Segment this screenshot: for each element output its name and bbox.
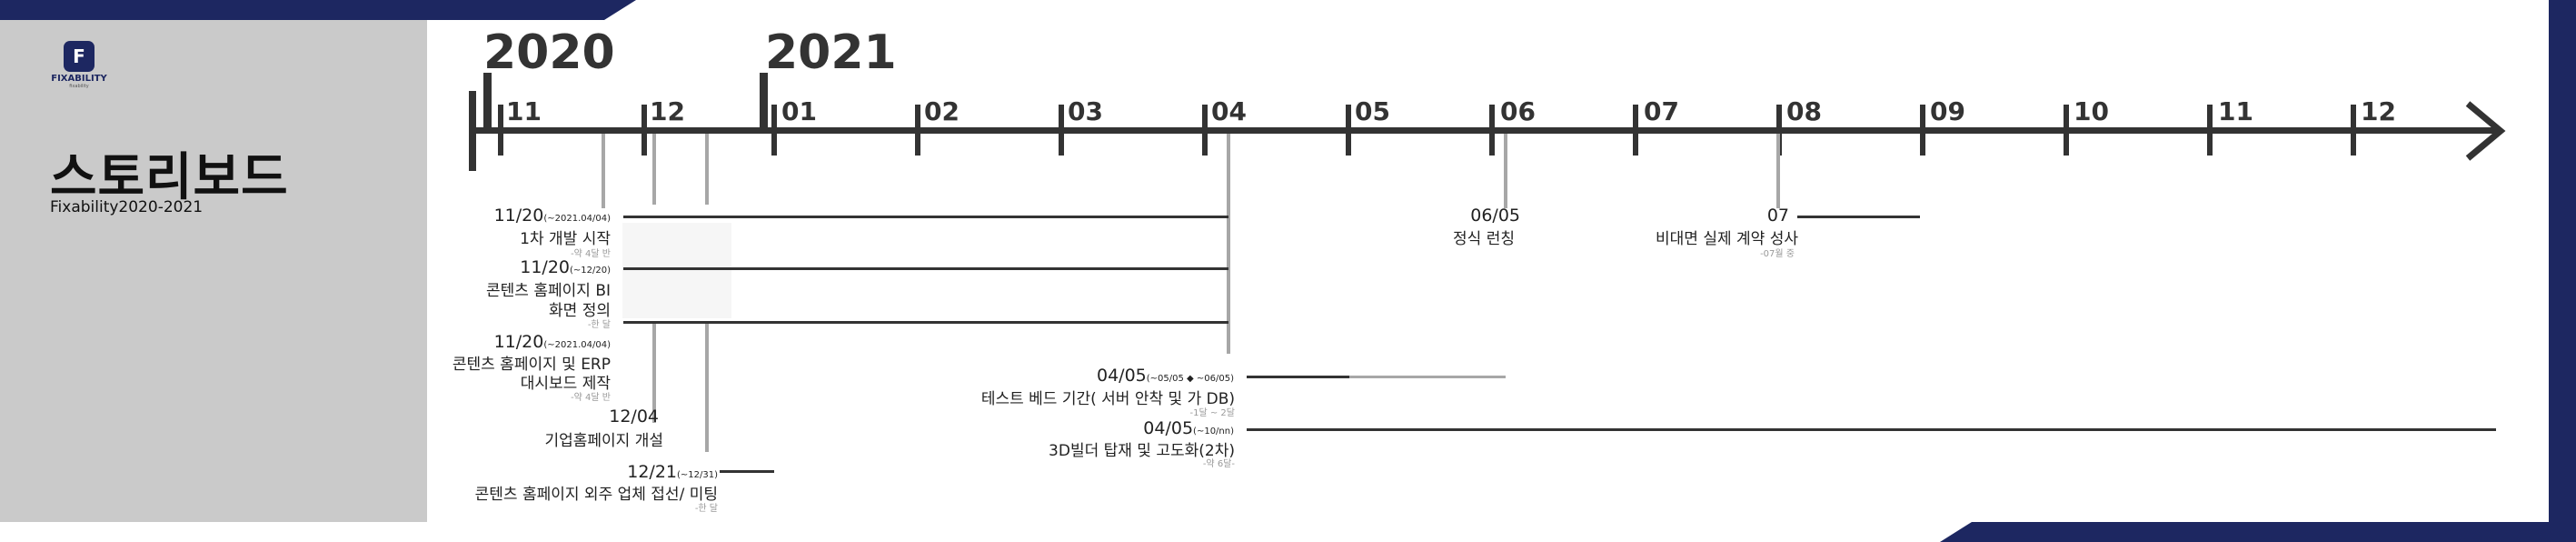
event-date: 12/21(~12/31) — [627, 462, 718, 482]
event-title: 콘텐츠 홈페이지 BI — [486, 282, 611, 300]
month-label: 10 — [2074, 96, 2109, 126]
month-label: 07 — [1644, 96, 1679, 126]
frame-corner-top-left — [0, 0, 636, 20]
tick-month — [1489, 105, 1495, 156]
month-label: 08 — [1786, 96, 1822, 126]
year-2020: 2020 — [483, 25, 615, 80]
year-2021-marker — [760, 73, 768, 127]
tick-month — [771, 105, 777, 156]
event-title: 콘텐츠 홈페이지 및 ERP — [452, 356, 611, 374]
logo-text: FIXABILITY — [51, 74, 107, 84]
tick-month — [1059, 105, 1064, 156]
event-title: 콘텐츠 홈페이지 외주 업체 접선/ 미팅 — [474, 486, 718, 504]
month-label: 05 — [1355, 96, 1390, 126]
event-title: 비대면 실제 계약 성사 — [1656, 230, 1798, 248]
event-date: 04/05(~05/05 ◆ ~06/05) — [1096, 366, 1234, 386]
event-note: -약 4달 반 — [571, 393, 611, 403]
tick-month — [915, 105, 920, 156]
tick-month — [2064, 105, 2069, 156]
event-title: 정식 런칭 — [1453, 230, 1515, 248]
month-label: 06 — [1500, 96, 1536, 126]
logo-sub: fixability — [69, 84, 89, 89]
connector-line — [1776, 134, 1780, 208]
tick-month — [642, 105, 647, 156]
connector-line — [652, 134, 656, 205]
month-label: 01 — [781, 96, 817, 126]
event-title: 3D빌더 탑재 및 고도화(2차) — [1049, 442, 1235, 460]
month-label: 12 — [650, 96, 685, 126]
event-note: -약 4달 반 — [571, 249, 611, 259]
year-2020-marker — [483, 73, 492, 127]
event-note: -한 달 — [694, 504, 718, 514]
event-title: 화면 정의 — [549, 302, 611, 320]
month-label: 12 — [2361, 96, 2396, 126]
frame-corner-bottom-right — [1940, 522, 2576, 542]
event-date: 06/05 — [1470, 206, 1520, 226]
duration-bar — [720, 470, 774, 473]
year-2021: 2021 — [765, 25, 897, 80]
event-date: 04/05(~10/nn) — [1143, 418, 1234, 438]
tick-month — [1202, 105, 1208, 156]
connector-line — [705, 134, 709, 205]
page-subtitle: Fixability2020-2021 — [50, 198, 204, 216]
frame-edge-right — [2549, 0, 2576, 542]
event-note: -1달 ~ 2달 — [1189, 408, 1235, 418]
connector-line — [602, 134, 605, 208]
month-label: 03 — [1068, 96, 1103, 126]
sidebar — [0, 20, 427, 522]
connector-line — [1504, 134, 1507, 208]
month-label: 04 — [1211, 96, 1247, 126]
duration-bar — [1797, 216, 1920, 218]
timeline-axis — [472, 127, 2499, 134]
tick-month — [1920, 105, 1925, 156]
event-date: 07 — [1766, 206, 1789, 226]
connector-line — [705, 323, 709, 452]
tick-month — [2351, 105, 2356, 156]
event-date: 11/20(~2021.04/04) — [493, 332, 611, 352]
duration-bar — [1247, 428, 2496, 431]
tick-month — [1633, 105, 1638, 156]
tick-month — [498, 105, 503, 156]
page-title: 스토리보드 — [50, 148, 289, 207]
event-title: 테스트 베드 기간( 서버 안착 및 가 DB) — [980, 390, 1235, 408]
duration-bar — [623, 216, 1228, 218]
event-date: 11/20(~12/20) — [520, 257, 611, 277]
event-note: -한 달 — [587, 320, 611, 330]
event-note: -약 6달- — [1202, 459, 1235, 469]
connector-line — [652, 323, 656, 423]
event-date: 11/20(~2021.04/04) — [493, 206, 611, 226]
duration-bar — [1247, 376, 1349, 378]
event-note: -07월 중 — [1760, 249, 1795, 259]
event-title: 대시보드 제작 — [520, 375, 611, 393]
background-block — [622, 223, 731, 318]
month-label: 02 — [924, 96, 960, 126]
duration-bar — [623, 321, 1228, 324]
duration-bar — [623, 267, 1228, 270]
month-label: 09 — [1930, 96, 1965, 126]
tick-month — [1346, 105, 1351, 156]
event-title: 1차 개발 시작 — [520, 230, 611, 248]
month-label: 11 — [506, 96, 542, 126]
event-title: 기업홈페이지 개설 — [544, 432, 663, 450]
axis-arrow-icon — [2465, 101, 2506, 161]
logo-icon: F — [64, 41, 94, 72]
logo: F FIXABILITY fixability — [38, 41, 120, 91]
month-label: 11 — [2218, 96, 2253, 126]
tick-month — [1776, 105, 1782, 156]
event-date: 12/04 — [609, 406, 659, 427]
tick-month — [2207, 105, 2213, 156]
duration-bar-extension — [1349, 376, 1506, 378]
connector-line — [1227, 134, 1230, 354]
